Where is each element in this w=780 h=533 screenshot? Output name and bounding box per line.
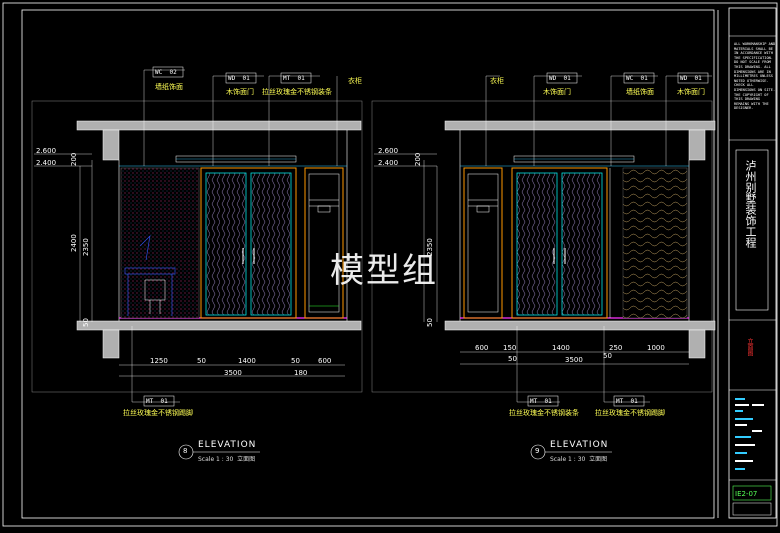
elev9-tag2-code: WC 01 [626,75,648,82]
elev9-bottom-tag1-label: 拉丝玫瑰金不锈钢踢脚 [595,409,665,417]
watermark-text: 模型组 [330,251,438,291]
elev9-tag1-label: 木饰面门 [543,88,571,96]
elev8-tag2-label: 拉丝玫瑰金不锈钢装条 [262,88,332,96]
elev9-dim-50b: 50 [603,352,612,360]
elev8-title: ELEVATION [198,440,257,450]
elev9-dim-150: 150 [503,344,517,352]
elev8-tag0-label: 墙纸饰面 [155,83,183,91]
elev8-dim-50b: 50 [291,357,300,365]
elev9-tag3-label: 木饰面门 [677,88,705,96]
elev8-bottom-tag-label: 拉丝玫瑰金不锈钢踢脚 [123,409,193,417]
elev8-vdim-2400: 2400 [70,234,78,252]
elev8-dim-180: 180 [294,369,308,377]
elev8-dim-1400: 1400 [238,357,256,365]
elev8-scale: Scale 1 : 30 立面图 [198,456,256,463]
elev9-tag3-code: WD 01 [680,75,702,82]
elev9-bottom-tag1-code: MT 01 [616,398,638,405]
elev9-level-ceiling: 2.400 [378,159,399,167]
elev9-dim-1400: 1400 [552,344,570,352]
elev8-level-top: 2.600 [36,147,57,155]
elevation-8 [31,66,363,460]
elev9-title: ELEVATION [550,440,609,450]
title-block [728,7,777,519]
elev9-dim-total: 3500 [565,356,583,364]
elev9-level-top: 2.600 [378,147,399,155]
elev9-scale: Scale 1 : 30 立面图 [550,456,608,463]
elev9-tag1-code: WD 01 [549,75,571,82]
elev8-tag1-code: WD 01 [228,75,250,82]
elev8-bottom-tag-code: MT 01 [146,398,168,405]
elev9-bottom-tag0-label: 拉丝玫瑰金不锈钢装条 [509,409,579,417]
elev8-dim-1250: 1250 [150,357,168,365]
project-name: 泸州别墅装饰工程 [744,160,757,248]
elev8-dim-50a: 50 [197,357,206,365]
elev8-tag0-code: WC 02 [155,69,177,76]
elev8-tag2-code: MT 01 [283,75,305,82]
elevation-9 [371,72,716,460]
elev8-tag3-label: 衣柜 [348,77,362,85]
elev8-dim-600: 600 [318,357,332,365]
elev8-vdim-50: 50 [82,318,90,327]
elev9-dim-1000: 1000 [647,344,665,352]
elev8-vdim-200: 200 [70,152,78,166]
elev9-tag0-label: 衣柜 [490,77,504,85]
sheet-border [2,2,778,527]
title-block-notes: ALL WORKMANSHIP AND MATERIALS SHALL BE I… [734,42,776,111]
elev9-vdim-50: 50 [426,318,434,327]
elev8-dim-total: 3500 [224,369,242,377]
drawing-number: IE2-07 [735,490,758,498]
elev8-vdim-2350: 2350 [82,238,90,256]
elev8-level-ceiling: 2.400 [36,159,57,167]
elev9-tag2-label: 墙纸饰面 [626,88,654,96]
elev9-dim-50a: 50 [508,355,517,363]
elev8-tag1-label: 木饰面门 [226,88,254,96]
elev9-bottom-tag0-code: MT 01 [530,398,552,405]
elev9-number: 9 [535,447,540,455]
drawing-frame [21,9,715,519]
elev9-vdim-200: 200 [414,152,422,166]
sheet-type-label: 立面图 [746,338,753,356]
elev9-dim-600: 600 [475,344,489,352]
elev8-number: 8 [183,447,188,455]
elev9-dim-250: 250 [609,344,623,352]
